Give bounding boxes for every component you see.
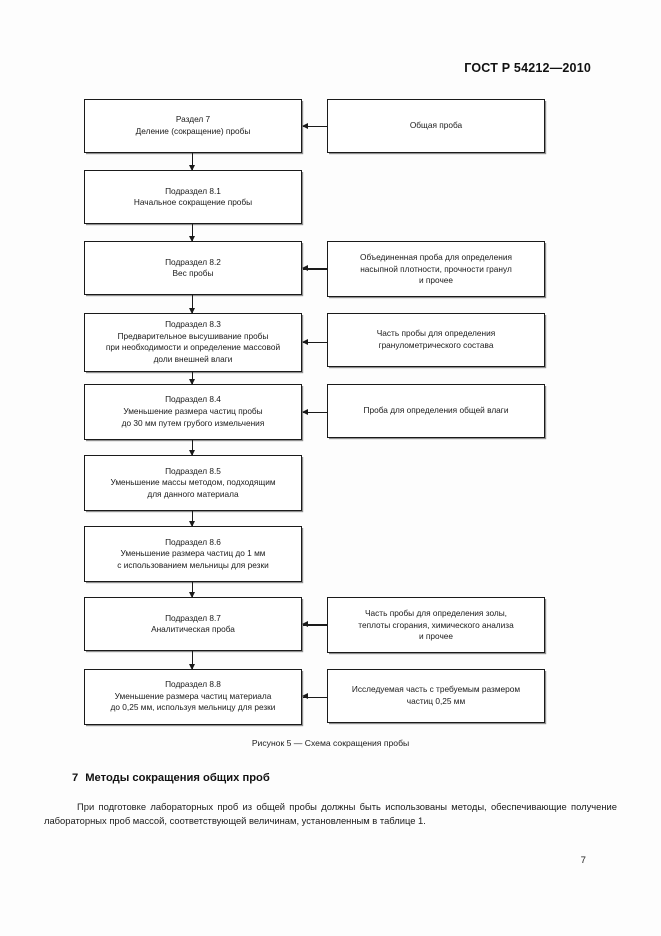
flow-box-line: Объединенная проба для определения	[360, 252, 512, 262]
flow-box-title: Подраздел 8.4	[165, 394, 221, 405]
flow-box-line: Предварительное высушивание пробы	[117, 330, 269, 341]
flow-box-line: и прочее	[418, 631, 453, 642]
flow-box-line: гранулометрического состава	[378, 339, 494, 350]
flow-arrow-down-icon	[187, 371, 196, 385]
section-paragraph: При подготовке лабораторных проб из обще…	[44, 800, 617, 829]
flow-box-right: Проба для определения общей влаги	[327, 383, 545, 438]
flow-box-line: частиц 0,25 мм	[406, 695, 466, 706]
section-title: Методы сокращения общих проб	[85, 772, 270, 784]
flow-arrow-left-icon	[302, 407, 327, 416]
flow-box-line: с использованием мельницы для резки	[117, 559, 269, 570]
flow-box-line: Исследуемая часть с требуемым размером	[351, 684, 521, 694]
flow-box-title: Подраздел 8.2	[165, 256, 221, 267]
flow-arrow-down-icon	[187, 439, 196, 457]
flow-box-line: для данного материала	[147, 488, 239, 499]
paragraph-text: При подготовке лабораторных проб из обще…	[44, 801, 617, 827]
flow-box-title: Подраздел 8.7	[165, 612, 221, 623]
flow-box-line: Уменьшение размера частиц пробы	[123, 406, 263, 416]
flow-box-line: Уменьшение массы методом, подходящим	[110, 477, 276, 488]
flow-box-title: Подраздел 8.6	[165, 536, 221, 547]
flow-box-title: Подраздел 8.5	[165, 465, 221, 476]
flow-box-line: доли внешней влаги	[153, 353, 233, 364]
flow-box-line: Уменьшение размера частиц до 1 мм	[120, 548, 266, 559]
flow-arrow-left-icon	[302, 121, 327, 130]
flow-arrow-left-icon	[302, 620, 327, 628]
flow-arrow-down-icon	[187, 295, 196, 314]
flow-box-line: Часть пробы для определения	[376, 328, 496, 338]
page-number: 7	[580, 855, 586, 866]
flow-box-line: до 30 мм путем грубого измельчения	[121, 417, 265, 428]
flow-arrow-down-icon	[187, 224, 196, 243]
flow-box-text: Общая проба	[404, 120, 468, 132]
flow-box-line: Вес пробы	[172, 268, 214, 279]
flow-arrow-down-icon	[187, 582, 196, 599]
flow-box-line: Часть пробы для определения золы,	[364, 608, 507, 618]
flow-arrow-left-icon	[302, 337, 327, 346]
flow-box-line: Начальное сокращение пробы	[133, 197, 253, 208]
flow-box-title: Подраздел 8.1	[165, 185, 221, 196]
flow-box-text: Часть пробы для определения золы,теплоты…	[352, 608, 519, 643]
flow-box-title: Раздел 7	[175, 114, 211, 125]
section-heading: 7 Методы сокращения общих проб	[72, 772, 270, 784]
flow-arrow-left-icon	[302, 692, 327, 701]
flow-arrow-down-icon	[187, 153, 196, 172]
flow-box-line: насыпной плотности, прочности гранул	[360, 263, 512, 274]
flow-box-right: Часть пробы для определения золы,теплоты…	[327, 597, 545, 654]
flow-arrow-down-icon	[187, 651, 196, 670]
flow-box-line: Уменьшение размера частиц материала	[114, 690, 272, 701]
flow-box-text: Проба для определения общей влаги	[358, 405, 515, 417]
figure-caption: Рисунок 5 — Схема сокращения пробы	[251, 738, 410, 748]
flow-arrow-down-icon	[187, 511, 196, 528]
flow-box-line: Проба для определения общей влаги	[363, 405, 509, 415]
section-number: 7	[72, 772, 79, 784]
standard-number-header: ГОСТ Р 54212—2010	[464, 61, 591, 75]
flow-box-line: Общая проба	[409, 120, 463, 131]
flow-box-line: при необходимости и определение массовой	[105, 342, 281, 353]
flow-box-right: Общая проба	[327, 99, 545, 153]
flow-box-line: Деление (сокращение) пробы	[135, 126, 251, 136]
flow-arrow-left-icon	[302, 264, 327, 272]
flow-box-title: Подраздел 8.8	[165, 679, 221, 690]
flow-box-line: и прочее	[418, 275, 453, 286]
flow-box-title: Подраздел 8.3	[165, 318, 221, 329]
flow-box-line: Аналитическая проба	[151, 624, 235, 635]
flow-box-line: до 0,25 мм, используя мельницу для резки	[110, 702, 276, 713]
flow-box-line: теплоты сгорания, химического анализа	[358, 619, 514, 630]
